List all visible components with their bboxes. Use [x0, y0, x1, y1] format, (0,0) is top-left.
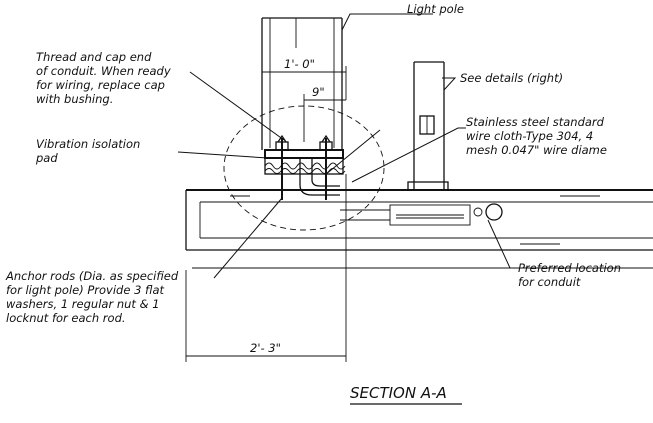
leader-lines [177, 13, 516, 279]
thread-cap-line-1: Thread and cap end [36, 50, 152, 64]
conduit-stub [299, 158, 340, 196]
conduit-line-1: Preferred location [518, 261, 621, 275]
anchor-line-4: locknut for each rod. [6, 311, 126, 325]
dimension-lines [185, 66, 347, 362]
section-title: SECTION A-A [350, 384, 447, 402]
vibration-line-2: pad [35, 151, 58, 165]
stainless-line-1: Stainless steel standard [466, 115, 605, 129]
light-pole-label: Light pole [407, 2, 464, 16]
anchor-line-3: washers, 1 regular nut & 1 [6, 297, 160, 311]
anchor-line-1: Anchor rods (Dia. as specified [5, 269, 179, 283]
thread-cap-line-2: of conduit. When ready [36, 64, 171, 78]
anchor-line-2: for light pole) Provide 3 flat [6, 283, 165, 297]
dim-one-foot: 1'- 0" [284, 57, 315, 71]
thread-cap-line-4: with bushing. [36, 92, 113, 106]
stainless-line-2: wire cloth-Type 304, 4 [466, 129, 593, 143]
see-details-label: See details (right) [460, 71, 563, 85]
stainless-line-3: mesh 0.047" wire diame [466, 143, 607, 157]
dim-two-three: 2'- 3" [250, 341, 281, 355]
right-standard [407, 61, 449, 191]
light-pole [261, 17, 343, 150]
conduit-line-2: for conduit [518, 275, 581, 289]
thread-cap-line-3: for wiring, replace cap [36, 78, 165, 92]
dim-nine-inch: 9" [312, 85, 325, 99]
vibration-line-1: Vibration isolation [36, 137, 140, 151]
wall-section [185, 189, 653, 269]
